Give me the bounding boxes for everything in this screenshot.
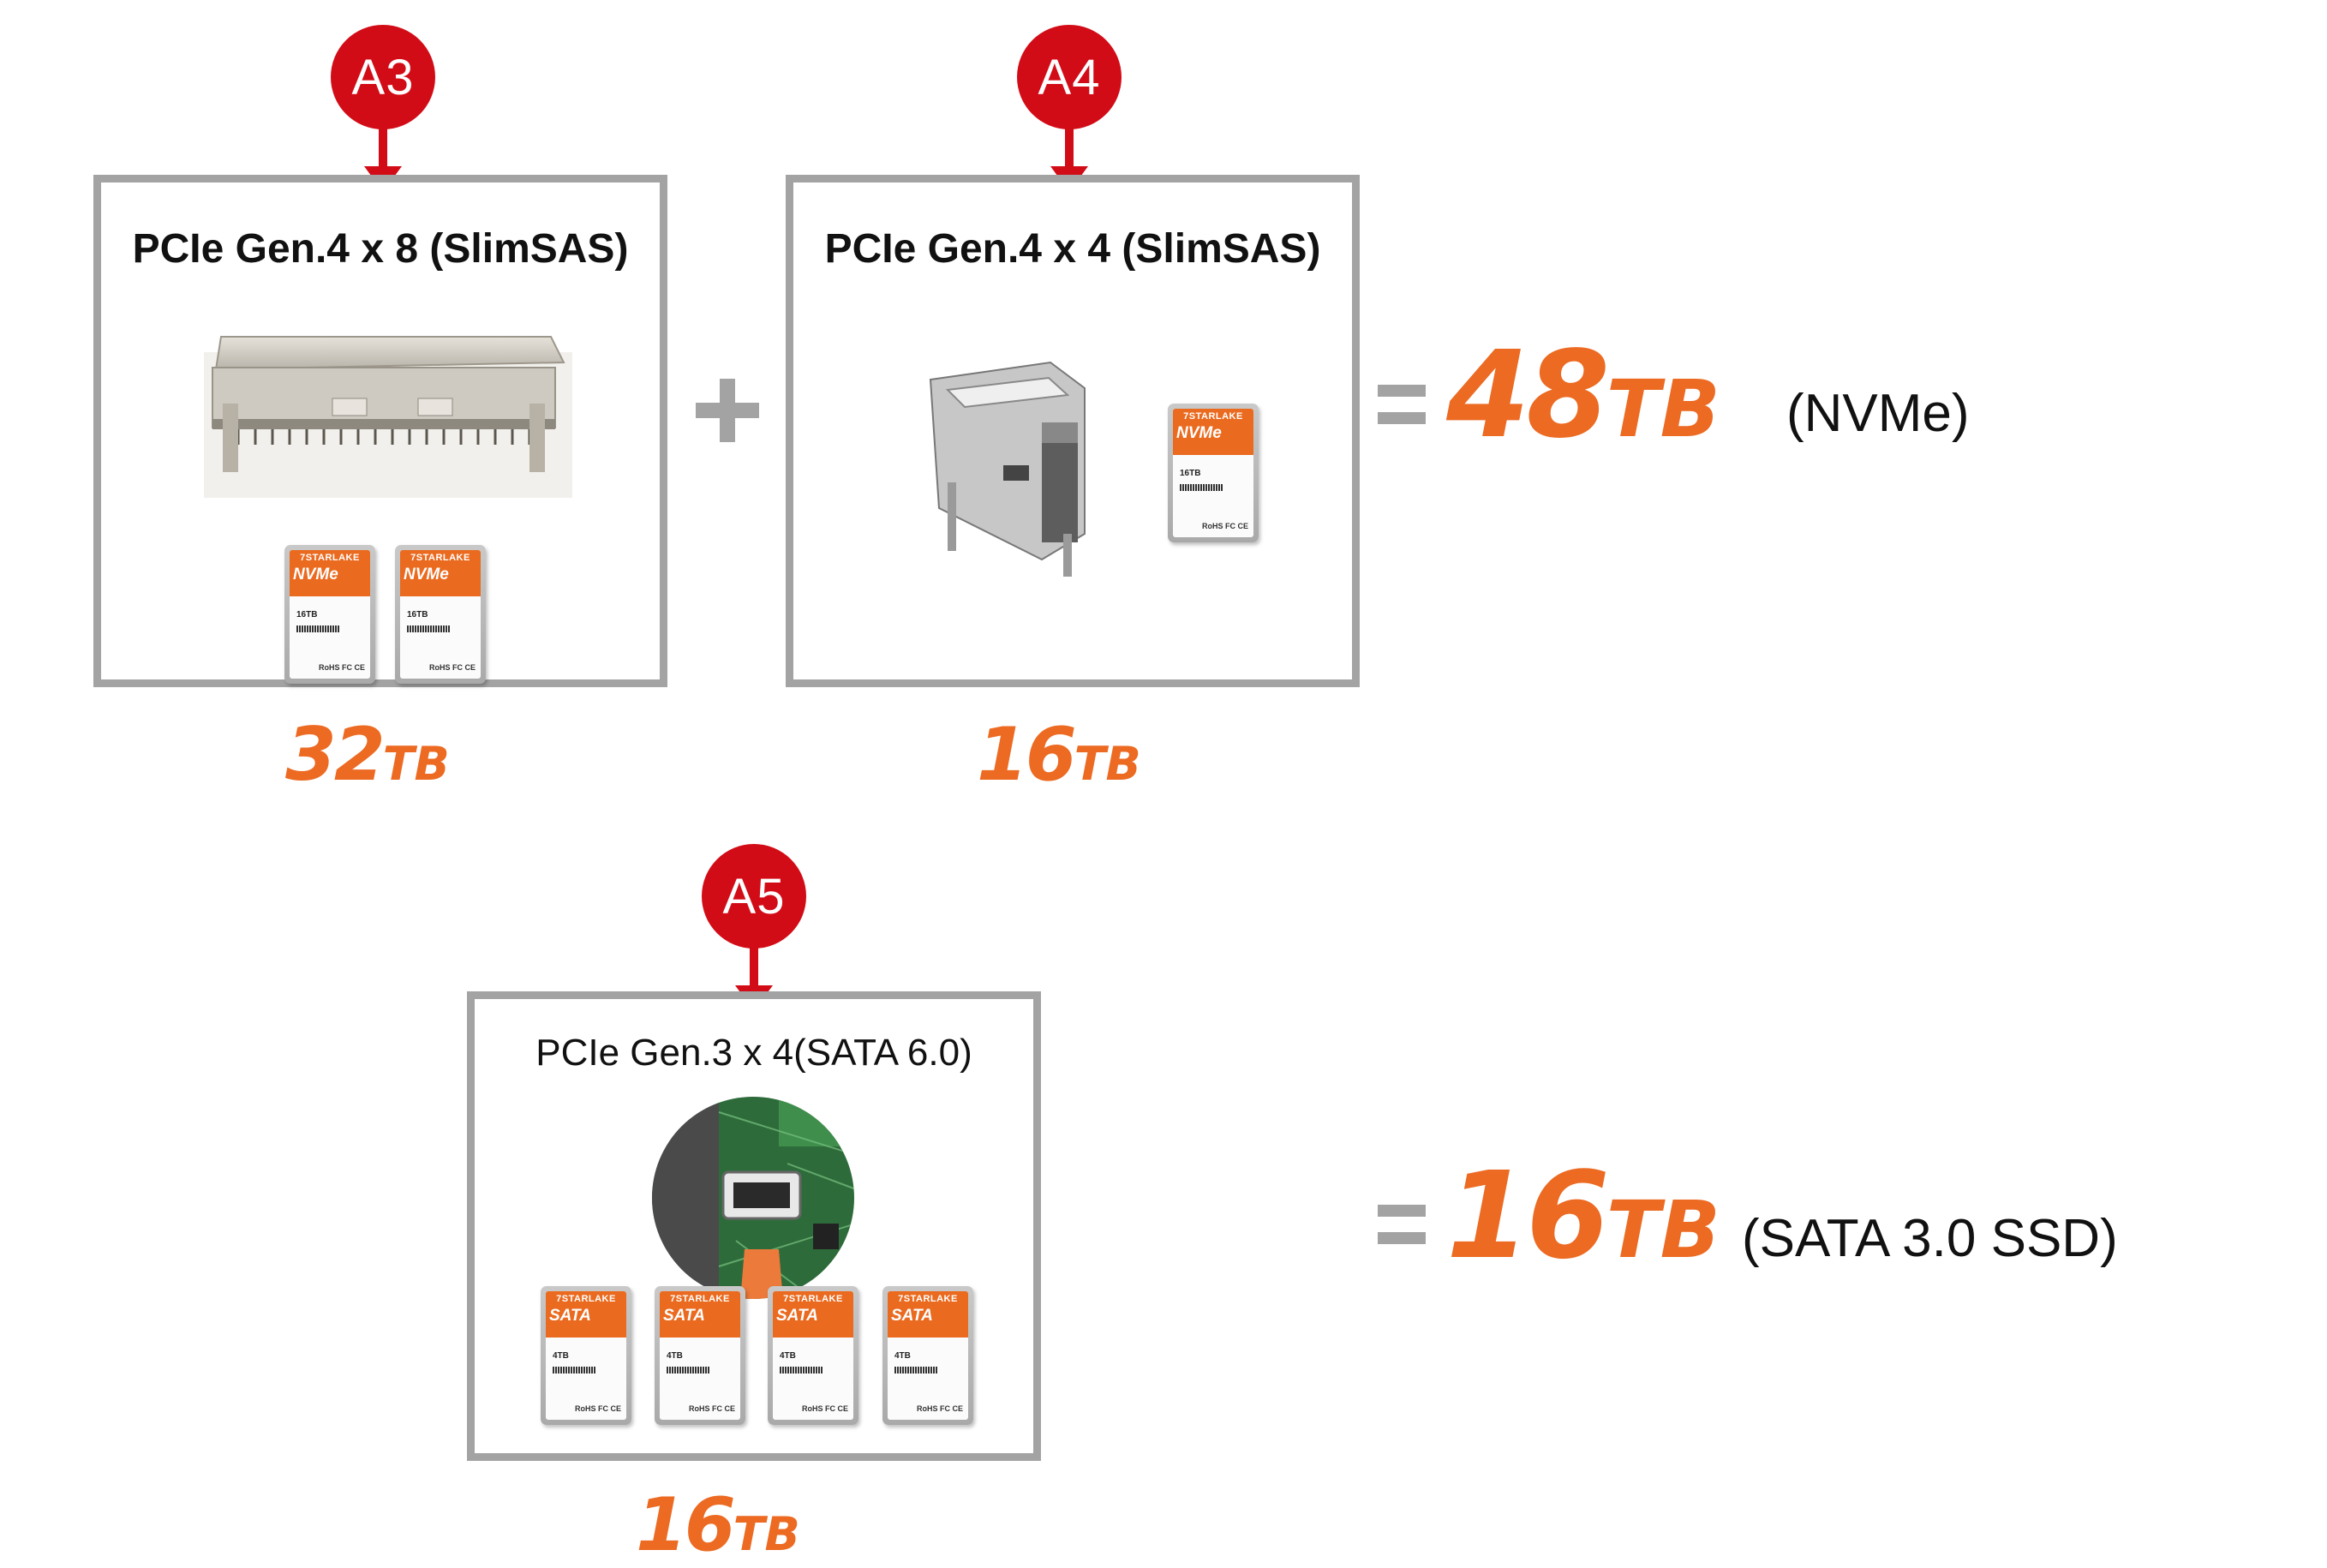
- ssd-type: SATA: [776, 1307, 818, 1325]
- ssd-brand: 7STARLAKE: [670, 1294, 730, 1304]
- ssd-barcode: [553, 1367, 595, 1373]
- nvme-ssd-card-1: 7STARLAKE NVMe 16TB RoHS FC CE: [284, 545, 375, 684]
- slimsas-x8-connector-image: [204, 336, 572, 498]
- ssd-brand: 7STARLAKE: [898, 1294, 958, 1304]
- ssd-cert: RoHS FC CE: [319, 663, 365, 672]
- ssd-type: SATA: [891, 1307, 933, 1325]
- total-sata-number: 16: [1446, 1146, 1610, 1286]
- marker-a3: A3: [331, 25, 435, 200]
- ssd-type: SATA: [663, 1307, 705, 1325]
- sata-ssd-card-3: 7STARLAKE SATA 4TB RoHS FC CE: [768, 1286, 858, 1425]
- nvme-ssd-card-2: 7STARLAKE NVMe 16TB RoHS FC CE: [395, 545, 486, 684]
- ssd-brand: 7STARLAKE: [300, 553, 360, 563]
- ssd-cert: RoHS FC CE: [917, 1404, 963, 1413]
- total-sata-unit: TB: [1606, 1184, 1720, 1276]
- ssd-capacity: 4TB: [553, 1351, 569, 1361]
- marker-a4-label: A4: [1017, 25, 1122, 129]
- capacity-a4: 16TB: [977, 718, 1141, 792]
- ssd-barcode: [296, 625, 339, 632]
- capacity-a5-unit: TB: [733, 1507, 800, 1561]
- box-a4: PCIe Gen.4 x 4 (SlimSAS) 7STARLAKE NVMe 1…: [786, 175, 1360, 687]
- sata-ssd-card-1: 7STARLAKE SATA 4TB RoHS FC CE: [541, 1286, 631, 1425]
- sata-ssd-card-4: 7STARLAKE SATA 4TB RoHS FC CE: [882, 1286, 973, 1425]
- sata-ssd-card-2: 7STARLAKE SATA 4TB RoHS FC CE: [655, 1286, 745, 1425]
- ssd-barcode: [894, 1367, 937, 1373]
- ssd-capacity: 4TB: [780, 1351, 796, 1361]
- marker-a5: A5: [702, 844, 806, 1020]
- ssd-type: SATA: [549, 1307, 591, 1325]
- total-sata-note: (SATA 3.0 SSD): [1742, 1209, 2118, 1268]
- equals-sign-nvme: [1378, 385, 1426, 424]
- marker-a4-stem: [1065, 126, 1074, 169]
- capacity-a3-unit: TB: [382, 737, 450, 791]
- ssd-capacity: 4TB: [894, 1351, 911, 1361]
- slimsas-x4-connector-image: [929, 361, 1086, 577]
- total-sata: 16TB: [1446, 1157, 1720, 1277]
- capacity-a3-number: 32: [285, 712, 386, 798]
- total-nvme-unit: TB: [1606, 363, 1720, 455]
- marker-a3-stem: [379, 126, 387, 169]
- ssd-cert: RoHS FC CE: [1202, 522, 1248, 530]
- box-a5: PCIe Gen.3 x 4(SATA 6.0) 7STARLAKE SATA 4…: [467, 991, 1041, 1461]
- ssd-barcode: [407, 625, 450, 632]
- total-nvme-number: 48: [1446, 326, 1610, 465]
- marker-a5-label: A5: [702, 844, 806, 949]
- capacity-a5-number: 16: [636, 1482, 736, 1568]
- ssd-cert: RoHS FC CE: [429, 663, 476, 672]
- ssd-capacity: 16TB: [296, 610, 318, 619]
- ssd-barcode: [1180, 484, 1223, 491]
- box-a3-title: PCIe Gen.4 x 8 (SlimSAS): [132, 226, 629, 272]
- ssd-cert: RoHS FC CE: [802, 1404, 848, 1413]
- box-a4-title: PCIe Gen.4 x 4 (SlimSAS): [824, 226, 1321, 272]
- box-a3: PCIe Gen.4 x 8 (SlimSAS) 7STARLAKE NVMe: [93, 175, 667, 687]
- total-nvme-note: (NVMe): [1786, 384, 1970, 443]
- ssd-brand: 7STARLAKE: [1183, 411, 1243, 422]
- capacity-a5: 16TB: [636, 1488, 800, 1562]
- capacity-a3: 32TB: [285, 718, 450, 792]
- ssd-type: NVMe: [293, 566, 338, 584]
- plus-sign: [696, 379, 759, 442]
- ssd-cert: RoHS FC CE: [575, 1404, 621, 1413]
- ssd-capacity: 4TB: [667, 1351, 683, 1361]
- ssd-type: NVMe: [1176, 424, 1222, 442]
- total-nvme: 48TB: [1446, 336, 1720, 456]
- ssd-barcode: [780, 1367, 823, 1373]
- ssd-type: NVMe: [404, 566, 449, 584]
- equals-sign-sata: [1378, 1205, 1426, 1244]
- ssd-brand: 7STARLAKE: [783, 1294, 843, 1304]
- ssd-barcode: [667, 1367, 709, 1373]
- ssd-brand: 7STARLAKE: [556, 1294, 616, 1304]
- capacity-a4-number: 16: [977, 712, 1077, 798]
- capacity-a4-unit: TB: [1074, 737, 1141, 791]
- marker-a3-label: A3: [331, 25, 435, 129]
- nvme-ssd-card-3: 7STARLAKE NVMe 16TB RoHS FC CE: [1168, 404, 1259, 542]
- marker-a5-stem: [750, 945, 758, 988]
- ssd-brand: 7STARLAKE: [410, 553, 470, 563]
- ssd-cert: RoHS FC CE: [689, 1404, 735, 1413]
- sata-board-circle-image: [652, 1097, 854, 1299]
- box-a5-title: PCIe Gen.3 x 4(SATA 6.0): [535, 1032, 972, 1074]
- ssd-capacity: 16TB: [407, 610, 428, 619]
- ssd-capacity: 16TB: [1180, 469, 1201, 478]
